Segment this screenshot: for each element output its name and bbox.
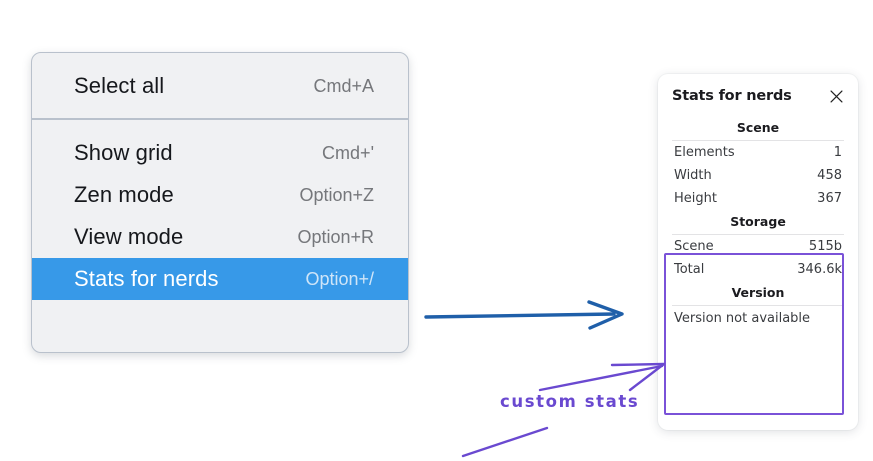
stats-panel-title: Stats for nerds: [672, 88, 792, 104]
menu-item-shortcut: Cmd+A: [313, 75, 374, 96]
stats-for-nerds-panel[interactable]: Stats for nerds Scene Elements 1 Width 4…: [658, 74, 858, 430]
menu-item-shortcut: Option+R: [297, 226, 374, 247]
menu-item-shortcut: Option+/: [305, 268, 374, 289]
stats-section-heading-version: Version: [731, 285, 785, 300]
menu-item-label: Stats for nerds: [74, 266, 219, 291]
stats-section-heading-storage: Storage: [730, 214, 786, 229]
menu-item-shortcut: Cmd+': [322, 142, 374, 163]
stat-key: Total: [674, 262, 705, 277]
divider: [672, 234, 844, 235]
stat-value: 367: [817, 191, 842, 206]
stat-version-note: Version not available: [674, 311, 811, 326]
menu-item-show-grid[interactable]: Show grid Cmd+': [32, 132, 408, 174]
stat-row-storage-scene: Scene 515b: [672, 235, 844, 258]
menu-item-select-all[interactable]: Select all Cmd+A: [32, 65, 408, 107]
menu-item-view-mode[interactable]: View mode Option+R: [32, 216, 408, 258]
divider: [672, 140, 844, 141]
stat-value: 458: [817, 168, 842, 183]
stat-row-storage-total: Total 346.6k: [672, 258, 844, 281]
blue-arrow: [424, 300, 624, 330]
purple-underline-stroke: [461, 426, 549, 458]
stat-row-height: Height 367: [672, 187, 844, 210]
stat-key: Height: [674, 191, 717, 206]
menu-item-zen-mode[interactable]: Zen mode Option+Z: [32, 174, 408, 216]
stats-panel-header: Stats for nerds: [672, 88, 844, 104]
context-menu[interactable]: Select all Cmd+A Show grid Cmd+' Zen mod…: [31, 52, 409, 353]
purple-arrow: [538, 362, 666, 392]
stat-row-width: Width 458: [672, 164, 844, 187]
context-menu-section-1: Select all Cmd+A: [32, 53, 408, 118]
context-menu-section-2: Show grid Cmd+' Zen mode Option+Z View m…: [32, 118, 408, 314]
stat-key: Elements: [674, 145, 735, 160]
menu-item-label: Show grid: [74, 140, 173, 165]
stat-value: 1: [833, 145, 842, 160]
stat-value: 346.6k: [797, 262, 842, 277]
menu-item-label: View mode: [74, 224, 184, 249]
stat-row-elements: Elements 1: [672, 141, 844, 164]
menu-item-label: Select all: [74, 73, 165, 98]
close-icon[interactable]: [829, 89, 844, 104]
menu-item-stats-for-nerds[interactable]: Stats for nerds Option+/: [32, 258, 408, 300]
menu-item-shortcut: Option+Z: [299, 184, 374, 205]
divider: [672, 305, 844, 306]
menu-item-label: Zen mode: [74, 182, 174, 207]
stat-value: 515b: [808, 239, 842, 254]
stat-key: Scene: [674, 239, 714, 254]
stat-key: Width: [674, 168, 712, 183]
stats-section-heading-scene: Scene: [736, 120, 780, 135]
annotation-label-custom-stats: custom stats: [500, 392, 640, 411]
